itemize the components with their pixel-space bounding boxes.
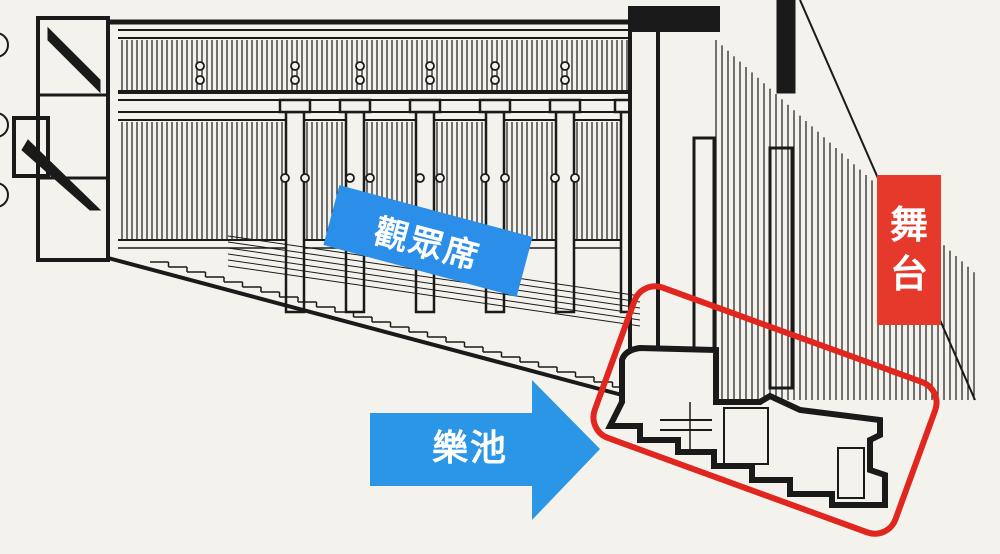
margin-marks (0, 32, 9, 208)
stage-label: 舞 台 (877, 175, 941, 325)
orchestra-pit-structure (605, 344, 888, 508)
wall-ornaments (195, 61, 580, 183)
rear-stairwell (12, 16, 110, 262)
stage-label-line-1: 舞 (889, 202, 928, 247)
pit-highlight-outline (590, 283, 940, 537)
stage-label-line-2: 台 (889, 252, 928, 296)
orchestra-pit-label: 樂池 (431, 428, 508, 469)
arrow-right-icon (370, 380, 600, 520)
